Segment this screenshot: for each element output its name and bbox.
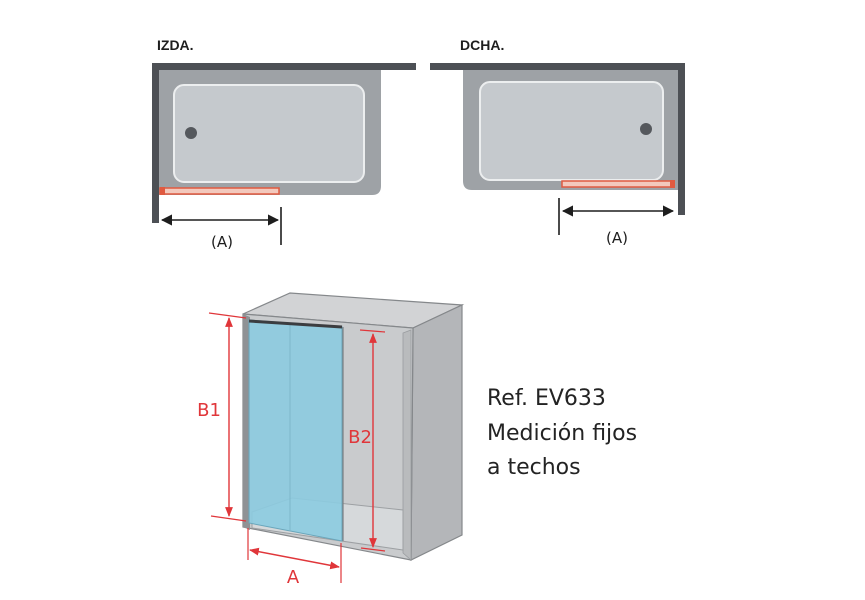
caption-reference: Ref. EV633 bbox=[487, 386, 606, 411]
plan-left-screen-bar bbox=[159, 187, 280, 195]
caption-ceiling: a techos bbox=[487, 455, 581, 480]
caption: Ref. EV633 Medición fijos a techos bbox=[487, 386, 637, 480]
b1-extension-top bbox=[208, 312, 247, 319]
b1-extension-bottom bbox=[210, 515, 247, 522]
arrow-icon bbox=[249, 547, 340, 570]
plan-right-dimension-label: (A) bbox=[606, 229, 628, 247]
b2-label: B2 bbox=[348, 427, 372, 448]
plan-right-side-wall bbox=[678, 63, 685, 215]
plan-right-basin bbox=[479, 81, 664, 181]
plan-left-basin bbox=[173, 84, 365, 183]
plan-right-label: DCHA. bbox=[460, 37, 504, 53]
a-label: A bbox=[287, 567, 300, 588]
drain-icon bbox=[640, 123, 652, 135]
plan-right-top-wall bbox=[430, 63, 685, 70]
b1-label: B1 bbox=[197, 400, 221, 421]
b2-extension-bottom bbox=[360, 547, 386, 552]
plan-left: IZDA. (A) bbox=[152, 37, 416, 251]
enclosure-left-post bbox=[243, 314, 250, 530]
enclosure-inner-jamb bbox=[402, 329, 412, 561]
plan-left-label: IZDA. bbox=[157, 37, 194, 53]
plan-left-dimension-label: (A) bbox=[211, 233, 233, 251]
enclosure-side-face bbox=[410, 304, 463, 561]
drain-icon bbox=[185, 127, 197, 139]
b2-extension-top bbox=[359, 329, 386, 333]
plan-right-screen-hinge bbox=[670, 180, 675, 188]
caption-measurement: Medición fijos bbox=[487, 421, 637, 446]
plan-left-top-wall bbox=[152, 63, 416, 70]
elevation-view: B1 B2 A bbox=[197, 292, 465, 588]
plan-left-side-wall bbox=[152, 63, 159, 223]
plan-left-screen-hinge bbox=[160, 187, 165, 195]
sliding-glass-panel bbox=[248, 319, 343, 542]
plan-right-screen-bar bbox=[561, 180, 675, 188]
top-rail bbox=[248, 319, 343, 329]
plan-right: DCHA. (A) bbox=[430, 37, 685, 247]
